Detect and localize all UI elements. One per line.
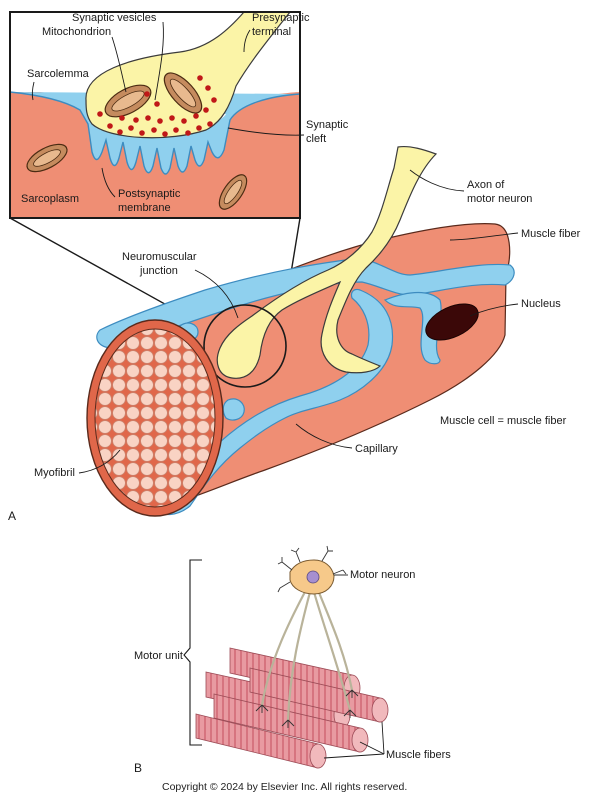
myofibril-bundle	[94, 328, 216, 508]
label-neuromuscular-junction-2: junction	[139, 265, 178, 277]
leader-muscle-fiber	[449, 232, 519, 241]
nucleus	[425, 303, 479, 341]
label-sarcoplasm: Sarcoplasm	[21, 193, 79, 205]
leader-synaptic-vesicles	[154, 21, 164, 101]
panel-b-letter: B	[134, 761, 142, 775]
inset-box	[9, 11, 301, 219]
label-postsynaptic-membrane-2: membrane	[118, 202, 171, 214]
leader-axon	[409, 169, 465, 192]
leader-mitochondrion	[111, 36, 127, 93]
panel-a-letter: A	[8, 509, 16, 523]
label-presynaptic-terminal-2: terminal	[252, 26, 291, 38]
mitochondrion-sarcoplasm-1	[26, 143, 68, 173]
synaptic-vesicles	[97, 75, 217, 137]
leader-synaptic-cleft	[227, 127, 305, 136]
capillary-right-descent	[383, 291, 442, 365]
leader-capillary	[295, 423, 353, 449]
axon	[216, 145, 438, 379]
axon-terminals	[255, 689, 359, 728]
label-axon-1: Axon of	[467, 179, 505, 191]
label-presynaptic-terminal-1: Presynaptic	[252, 12, 310, 24]
muscle-fiber-bundle	[195, 647, 389, 769]
label-motor-neuron: Motor neuron	[350, 569, 415, 581]
leader-muscle-fibers-1	[359, 741, 385, 755]
leader-muscle-fibers-2	[323, 753, 385, 759]
label-sarcolemma: Sarcolemma	[27, 68, 90, 80]
label-muscle-fiber: Muscle fiber	[521, 228, 581, 240]
capillary-front-loop	[222, 398, 245, 421]
capillary-upper	[96, 257, 515, 349]
motor-neuron-axons	[260, 589, 354, 721]
mitochondrion-terminal-1	[104, 84, 152, 118]
label-mitochondrion: Mitochondrion	[42, 26, 111, 38]
label-neuromuscular-junction-1: Neuromuscular	[122, 251, 197, 263]
copyright-notice: Copyright © 2024 by Elsevier Inc. All ri…	[162, 781, 407, 793]
leader-muscle-fibers-3	[381, 721, 385, 755]
label-motor-unit: Motor unit	[134, 650, 183, 662]
label-synaptic-cleft-2: cleft	[306, 133, 326, 145]
muscle-fiber	[86, 145, 515, 517]
neuromuscular-junction-circle	[203, 304, 287, 388]
leader-neuromuscular-junction	[194, 269, 239, 319]
label-capillary: Capillary	[355, 443, 398, 455]
panel-a-labels: Synaptic vesicles Mitochondrion Presynap…	[8, 12, 581, 523]
panel-b: Motor neuron Motor unit Muscle fibers B	[134, 545, 451, 775]
label-postsynaptic-membrane-1: Postsynaptic	[118, 188, 181, 200]
label-muscle-fibers: Muscle fibers	[386, 749, 451, 761]
label-nucleus: Nucleus	[521, 298, 561, 310]
motor-neuron-cell	[277, 545, 347, 595]
label-axon-2: motor neuron	[467, 193, 532, 205]
label-myofibril: Myofibril	[34, 467, 75, 479]
leader-presynaptic-terminal	[243, 29, 251, 53]
leader-sarcolemma	[31, 81, 35, 101]
mitochondrion-sarcoplasm-2	[218, 174, 248, 210]
label-synaptic-vesicles: Synaptic vesicles	[72, 12, 157, 24]
motor-unit-bracket	[183, 559, 202, 746]
label-muscle-cell-note: Muscle cell = muscle fiber	[440, 415, 567, 427]
mitochondrion-terminal-2	[163, 72, 203, 114]
leader-myofibril	[78, 449, 121, 474]
label-synaptic-cleft-1: Synaptic	[306, 119, 349, 131]
leader-nucleus	[469, 303, 519, 317]
leader-postsynaptic-membrane	[101, 167, 116, 198]
